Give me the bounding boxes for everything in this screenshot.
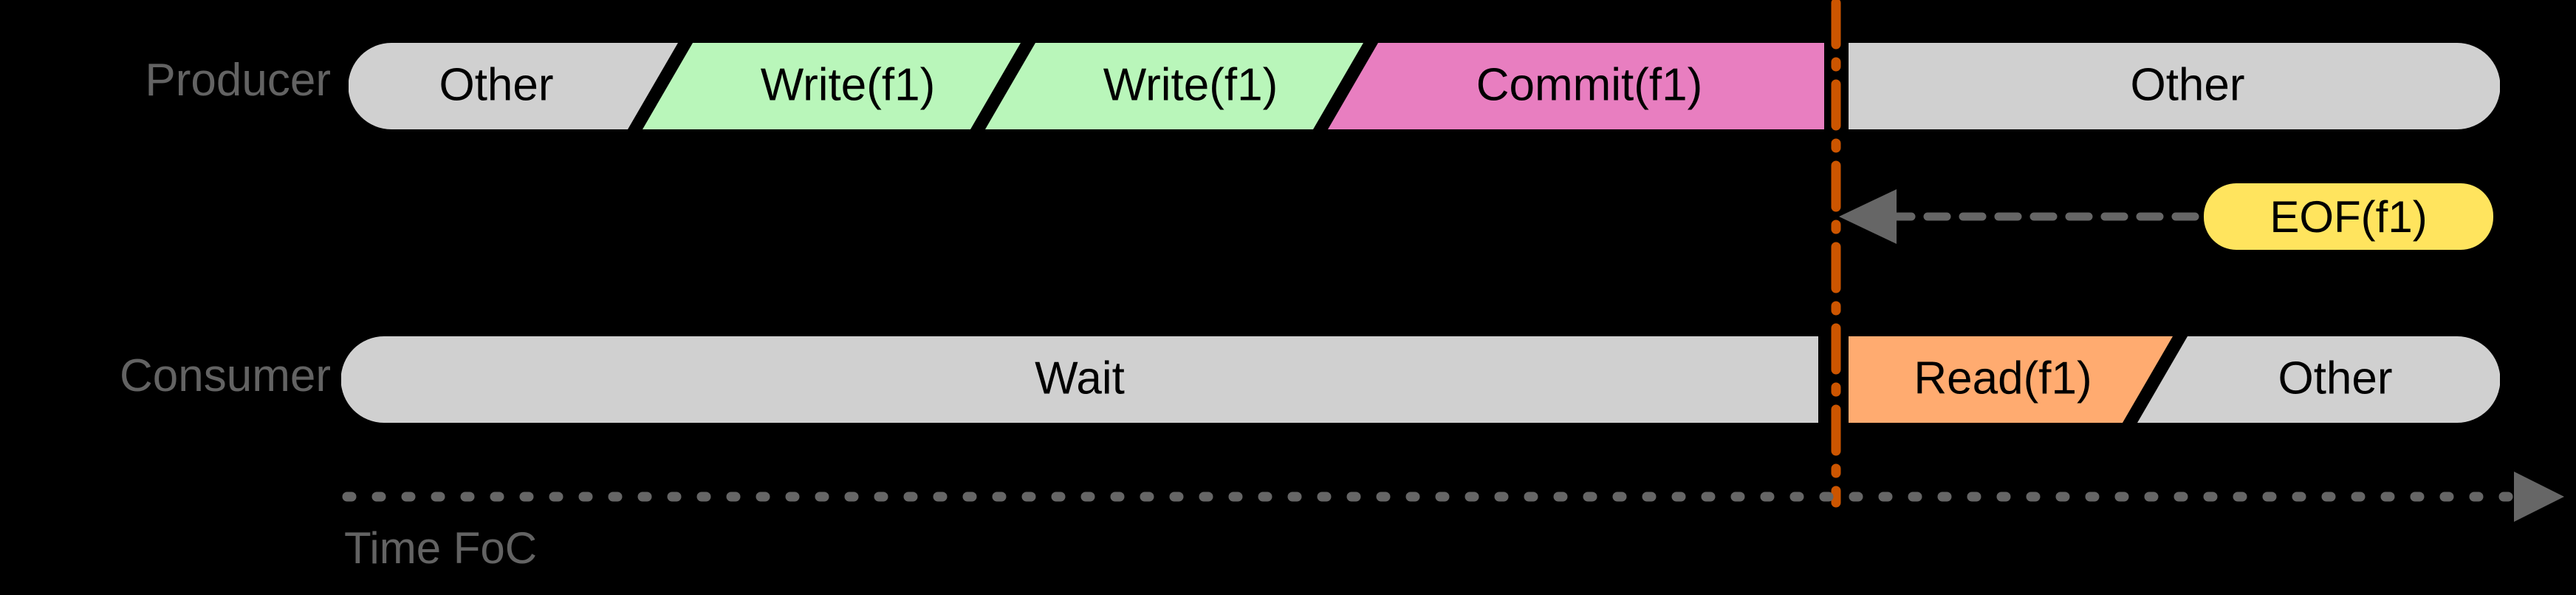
consumer-segment-0-label: Wait [1035,353,1125,404]
producer-segment-2-label: Write(f1) [1103,59,1278,110]
time-axis-arrow-head [2514,472,2564,522]
producer-segment-1-label: Write(f1) [761,59,936,110]
time-axis-caption: Time FoC [344,523,538,573]
producer-segment-3-label: Commit(f1) [1476,59,1703,110]
producer-segment-0-shape [349,43,678,129]
producer-lane-label: Producer [145,55,331,106]
eof-arrow-head [1839,189,1897,244]
consumer-segment-2-shape [2137,336,2500,423]
eof-event-pill[interactable]: EOF(f1) [2204,183,2493,250]
consumer-segment-1-shape [1849,336,2173,423]
producer-segment-2-shape [985,43,1363,129]
consumer-segment-1-label: Read(f1) [1914,353,2092,404]
producer-segment-1-shape [643,43,1021,129]
producer-segment-4-label: Other [2130,59,2244,110]
producer-timeline: Other Write(f1) Write(f1) Commit(f1) Oth… [349,43,2500,129]
consumer-segment-0-shape [341,336,1818,423]
producer-segment-0-label: Other [439,59,553,110]
producer-segment-3-shape [1328,43,1824,129]
producer-segment-4-shape [1849,43,2500,129]
consumer-timeline: Wait Read(f1) Other [341,336,2500,423]
consumer-segment-2-label: Other [2278,353,2392,404]
consumer-lane-label: Consumer [120,350,331,401]
